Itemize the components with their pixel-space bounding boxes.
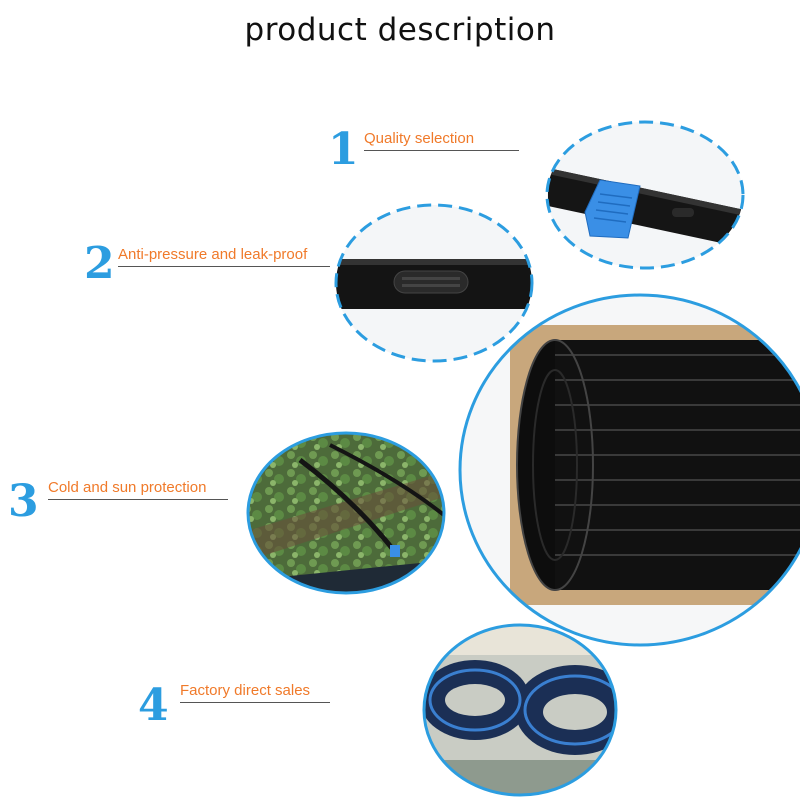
feature-label-factory: Factory direct sales [180, 682, 330, 703]
feature-label-quality: Quality selection [364, 130, 519, 151]
factory-photo [422, 623, 618, 797]
emitter-shape [584, 179, 641, 239]
feature-number-1: 1 [328, 124, 359, 175]
feature-number-3: 3 [8, 476, 39, 527]
feature-number-2: 2 [84, 238, 115, 289]
cold-sun-protection-photo [246, 431, 446, 595]
drip-tape-reel-photo [458, 293, 800, 647]
feature-label-cold-sun: Cold and sun protection [48, 479, 228, 500]
feature-label-anti-pressure: Anti-pressure and leak-proof [118, 246, 330, 267]
anti-pressure-photo [334, 203, 534, 363]
page-title: product description [244, 12, 556, 48]
feature-number-4: 4 [138, 680, 169, 731]
quality-selection-photo [545, 120, 745, 270]
